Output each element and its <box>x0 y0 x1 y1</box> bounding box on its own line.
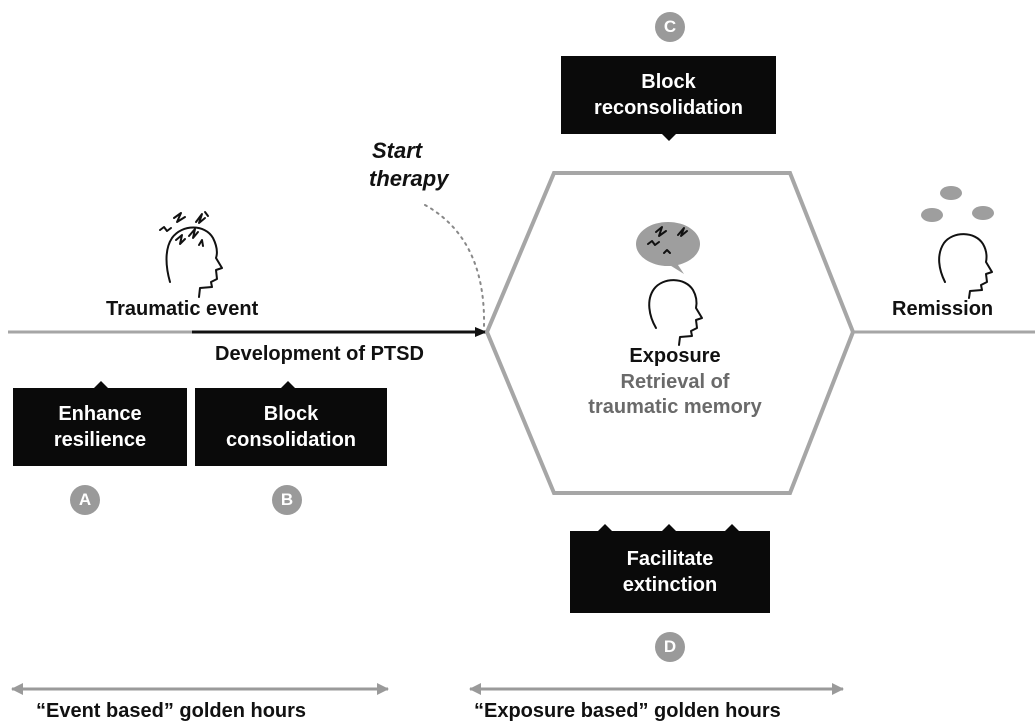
lightning-bolt-icon <box>647 226 688 254</box>
box-block-reconsolidation: Block reconsolidation <box>561 56 776 134</box>
badge-d: D <box>655 632 685 662</box>
retrieval-label-2: traumatic memory <box>588 396 762 418</box>
exposure-golden-hours-label: “Exposure based” golden hours <box>474 700 781 722</box>
head-exposure-icon <box>648 279 703 346</box>
box-d-line2: extinction <box>622 574 718 596</box>
box-a-line1: Enhance <box>58 403 142 425</box>
development-of-ptsd-label: Development of PTSD <box>215 343 424 365</box>
box-d-line1: Facilitate <box>626 548 714 570</box>
remission-bubbles <box>921 186 994 222</box>
badge-b: B <box>272 485 302 515</box>
start-therapy-dotted-curve <box>424 204 486 327</box>
box-b-pointer <box>281 381 295 388</box>
box-facilitate-extinction: Facilitate extinction <box>570 531 770 613</box>
head-stress-icon <box>159 211 223 298</box>
retrieval-label-1: Retrieval of <box>620 371 730 393</box>
box-a-line2: resilience <box>53 429 147 451</box>
exposure-label: Exposure <box>629 345 721 367</box>
start-therapy-label-2: therapy <box>369 166 449 191</box>
traumatic-event-label: Traumatic event <box>106 298 259 320</box>
badge-a: A <box>70 485 100 515</box>
thought-bubble-icon <box>636 222 700 274</box>
badge-c: C <box>655 12 685 42</box>
box-c-line2: reconsolidation <box>594 97 743 119</box>
event-golden-hours-label: “Event based” golden hours <box>36 700 307 722</box>
box-c-pointer <box>662 134 676 141</box>
box-d-pointer-3 <box>725 524 739 531</box>
box-d-pointer-1 <box>598 524 612 531</box>
head-remission-icon <box>938 233 993 299</box>
box-a-pointer <box>94 381 108 388</box>
box-d-pointer-2 <box>662 524 676 531</box>
box-block-consolidation: Block consolidation <box>195 388 387 466</box>
box-enhance-resilience: Enhance resilience <box>13 388 187 466</box>
start-therapy-label-1: Start <box>372 138 423 163</box>
exposure-hexagon <box>484 171 856 495</box>
box-b-line1: Block <box>263 403 319 425</box>
remission-label: Remission <box>892 298 994 320</box>
box-c-line1: Block <box>641 71 696 93</box>
box-b-line2: consolidation <box>226 429 356 451</box>
